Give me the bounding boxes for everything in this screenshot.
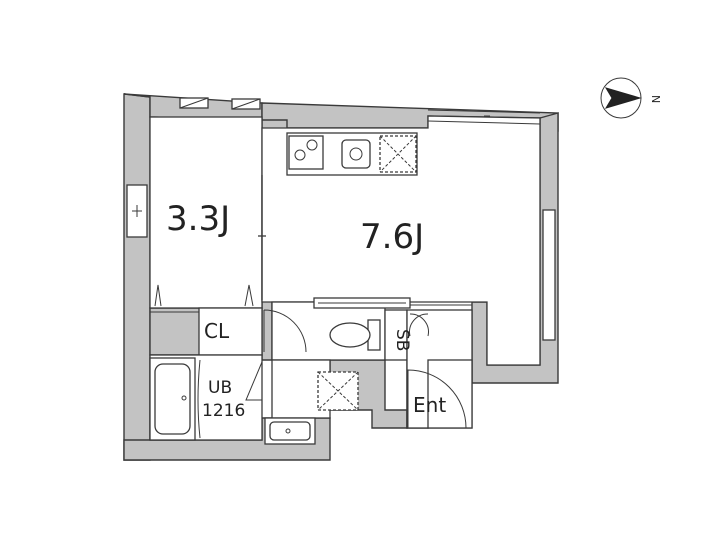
windows [126,97,556,341]
label-ldk: 7.6J [360,217,424,257]
bathtub-drain-icon [181,395,187,401]
door-sb-arc [409,313,429,337]
closet-shelf [150,311,200,330]
label-western: 3.3J [166,199,230,239]
bathtub [149,357,201,441]
door-closet-arc [263,309,307,353]
hall-shelf [313,297,472,311]
toilet [329,319,381,351]
washer-pan [317,371,359,411]
compass: N [600,77,662,119]
washer-cross-icon [317,371,359,411]
room-western [149,116,263,309]
door-entrance-arc [407,369,467,429]
label-closet: CL [204,319,230,343]
wall-left [123,93,151,461]
stove [288,135,324,170]
bathtub-inner [154,363,191,435]
sink-drain-icon [349,147,363,161]
label-shoe-box: SB [392,329,412,351]
window-top-1-mark [179,97,209,109]
window-left-mark [132,205,142,217]
compass-north-label: N [649,95,662,103]
door-bath [245,361,263,401]
kitchen [286,132,418,176]
burner-2-icon [306,139,318,151]
wash-basin [264,417,316,445]
window-top-long-2 [427,120,541,125]
closet-door-right [244,284,254,307]
room-closet [198,307,263,356]
room-fills [149,115,541,441]
basin-drain-icon [285,428,291,434]
burner-1-icon [294,149,306,161]
partition [150,175,266,330]
closet-door-left [154,284,162,307]
labels: 3.3J 7.6J CL UB 1216 SB Ent [166,199,446,421]
hall-rail [410,304,472,311]
label-entrance: Ent [413,393,446,417]
window-top-long-1 [427,109,541,114]
label-bath-1: UB [208,378,232,398]
label-bath-2: 1216 [202,401,245,421]
north-arrow-icon [604,87,642,109]
toilet-bowl-icon [329,322,371,348]
window-right [542,209,556,341]
bath-curve [197,359,201,439]
kitchen-sink [341,139,371,169]
doors [245,309,467,429]
fridge-cross-icon [379,135,417,173]
window-top-2-mark [231,98,261,110]
